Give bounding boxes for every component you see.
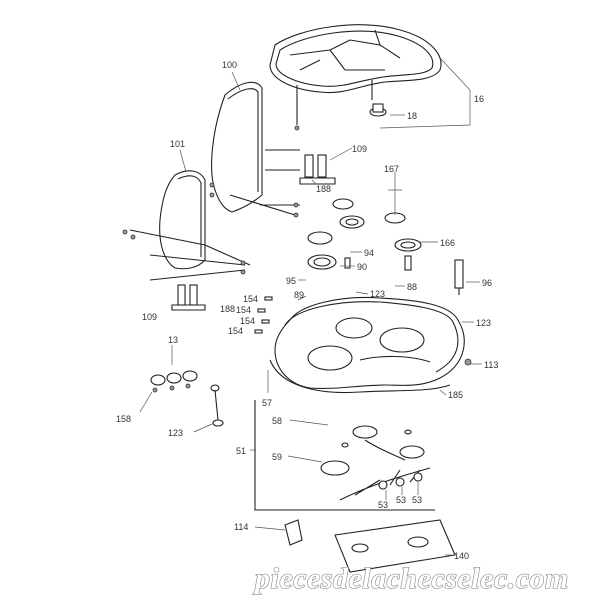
label-90: 90 <box>357 262 367 272</box>
control-knobs <box>150 370 198 393</box>
label-113: 113 <box>484 360 498 370</box>
label-95: 95 <box>286 276 296 286</box>
label-59: 59 <box>272 452 282 462</box>
label-58: 58 <box>272 416 282 426</box>
label-53-c: 53 <box>412 495 422 505</box>
mounting-bracket <box>284 519 303 546</box>
label-53-a: 53 <box>378 500 388 510</box>
label-53-b: 53 <box>396 495 406 505</box>
thermocouple <box>454 259 464 295</box>
gas-rail-assembly <box>254 400 435 511</box>
label-188-lower: 188 <box>220 304 235 314</box>
bottom-plate <box>334 519 456 573</box>
label-109-upper: 109 <box>352 144 367 154</box>
label-96: 96 <box>482 278 492 288</box>
hinge-bracket-lower <box>122 229 251 311</box>
label-140: 140 <box>454 551 469 561</box>
label-185: 185 <box>448 390 463 400</box>
leader-lines <box>139 57 482 556</box>
label-57: 57 <box>262 398 272 408</box>
label-154-a: 154 <box>243 294 258 304</box>
label-123-right: 123 <box>476 318 491 328</box>
label-16: 16 <box>474 94 484 104</box>
hob-tray <box>269 296 472 394</box>
label-154-b: 154 <box>236 305 251 315</box>
label-13: 13 <box>168 335 178 345</box>
label-100: 100 <box>222 60 237 70</box>
label-166: 166 <box>440 238 455 248</box>
burner-injector <box>369 103 387 117</box>
label-94: 94 <box>364 248 374 258</box>
label-158: 158 <box>116 414 131 424</box>
watermark-text: piecesdelachecselec.com <box>252 562 569 595</box>
label-109-lower: 109 <box>142 312 157 322</box>
label-18: 18 <box>407 111 417 121</box>
glass-lid-100 <box>211 81 263 213</box>
label-167: 167 <box>384 164 399 174</box>
label-89: 89 <box>294 290 304 300</box>
label-154-c: 154 <box>240 316 255 326</box>
label-88: 88 <box>407 282 417 292</box>
screws-154 <box>254 296 273 334</box>
label-114: 114 <box>234 522 248 532</box>
glass-lid-101 <box>159 170 206 270</box>
label-123-upper: 123 <box>370 289 385 299</box>
gas-pin <box>210 384 224 427</box>
part-labels: 16 18 100 101 109 188 167 166 94 90 96 9… <box>116 60 498 561</box>
pan-support-grid <box>269 24 442 131</box>
label-51: 51 <box>236 446 246 456</box>
label-154-d: 154 <box>228 326 243 336</box>
hinge-bracket-upper <box>209 149 336 218</box>
label-101: 101 <box>170 139 185 149</box>
label-188-upper: 188 <box>316 184 331 194</box>
burner-caps <box>307 198 422 271</box>
label-123-lower: 123 <box>168 428 183 438</box>
